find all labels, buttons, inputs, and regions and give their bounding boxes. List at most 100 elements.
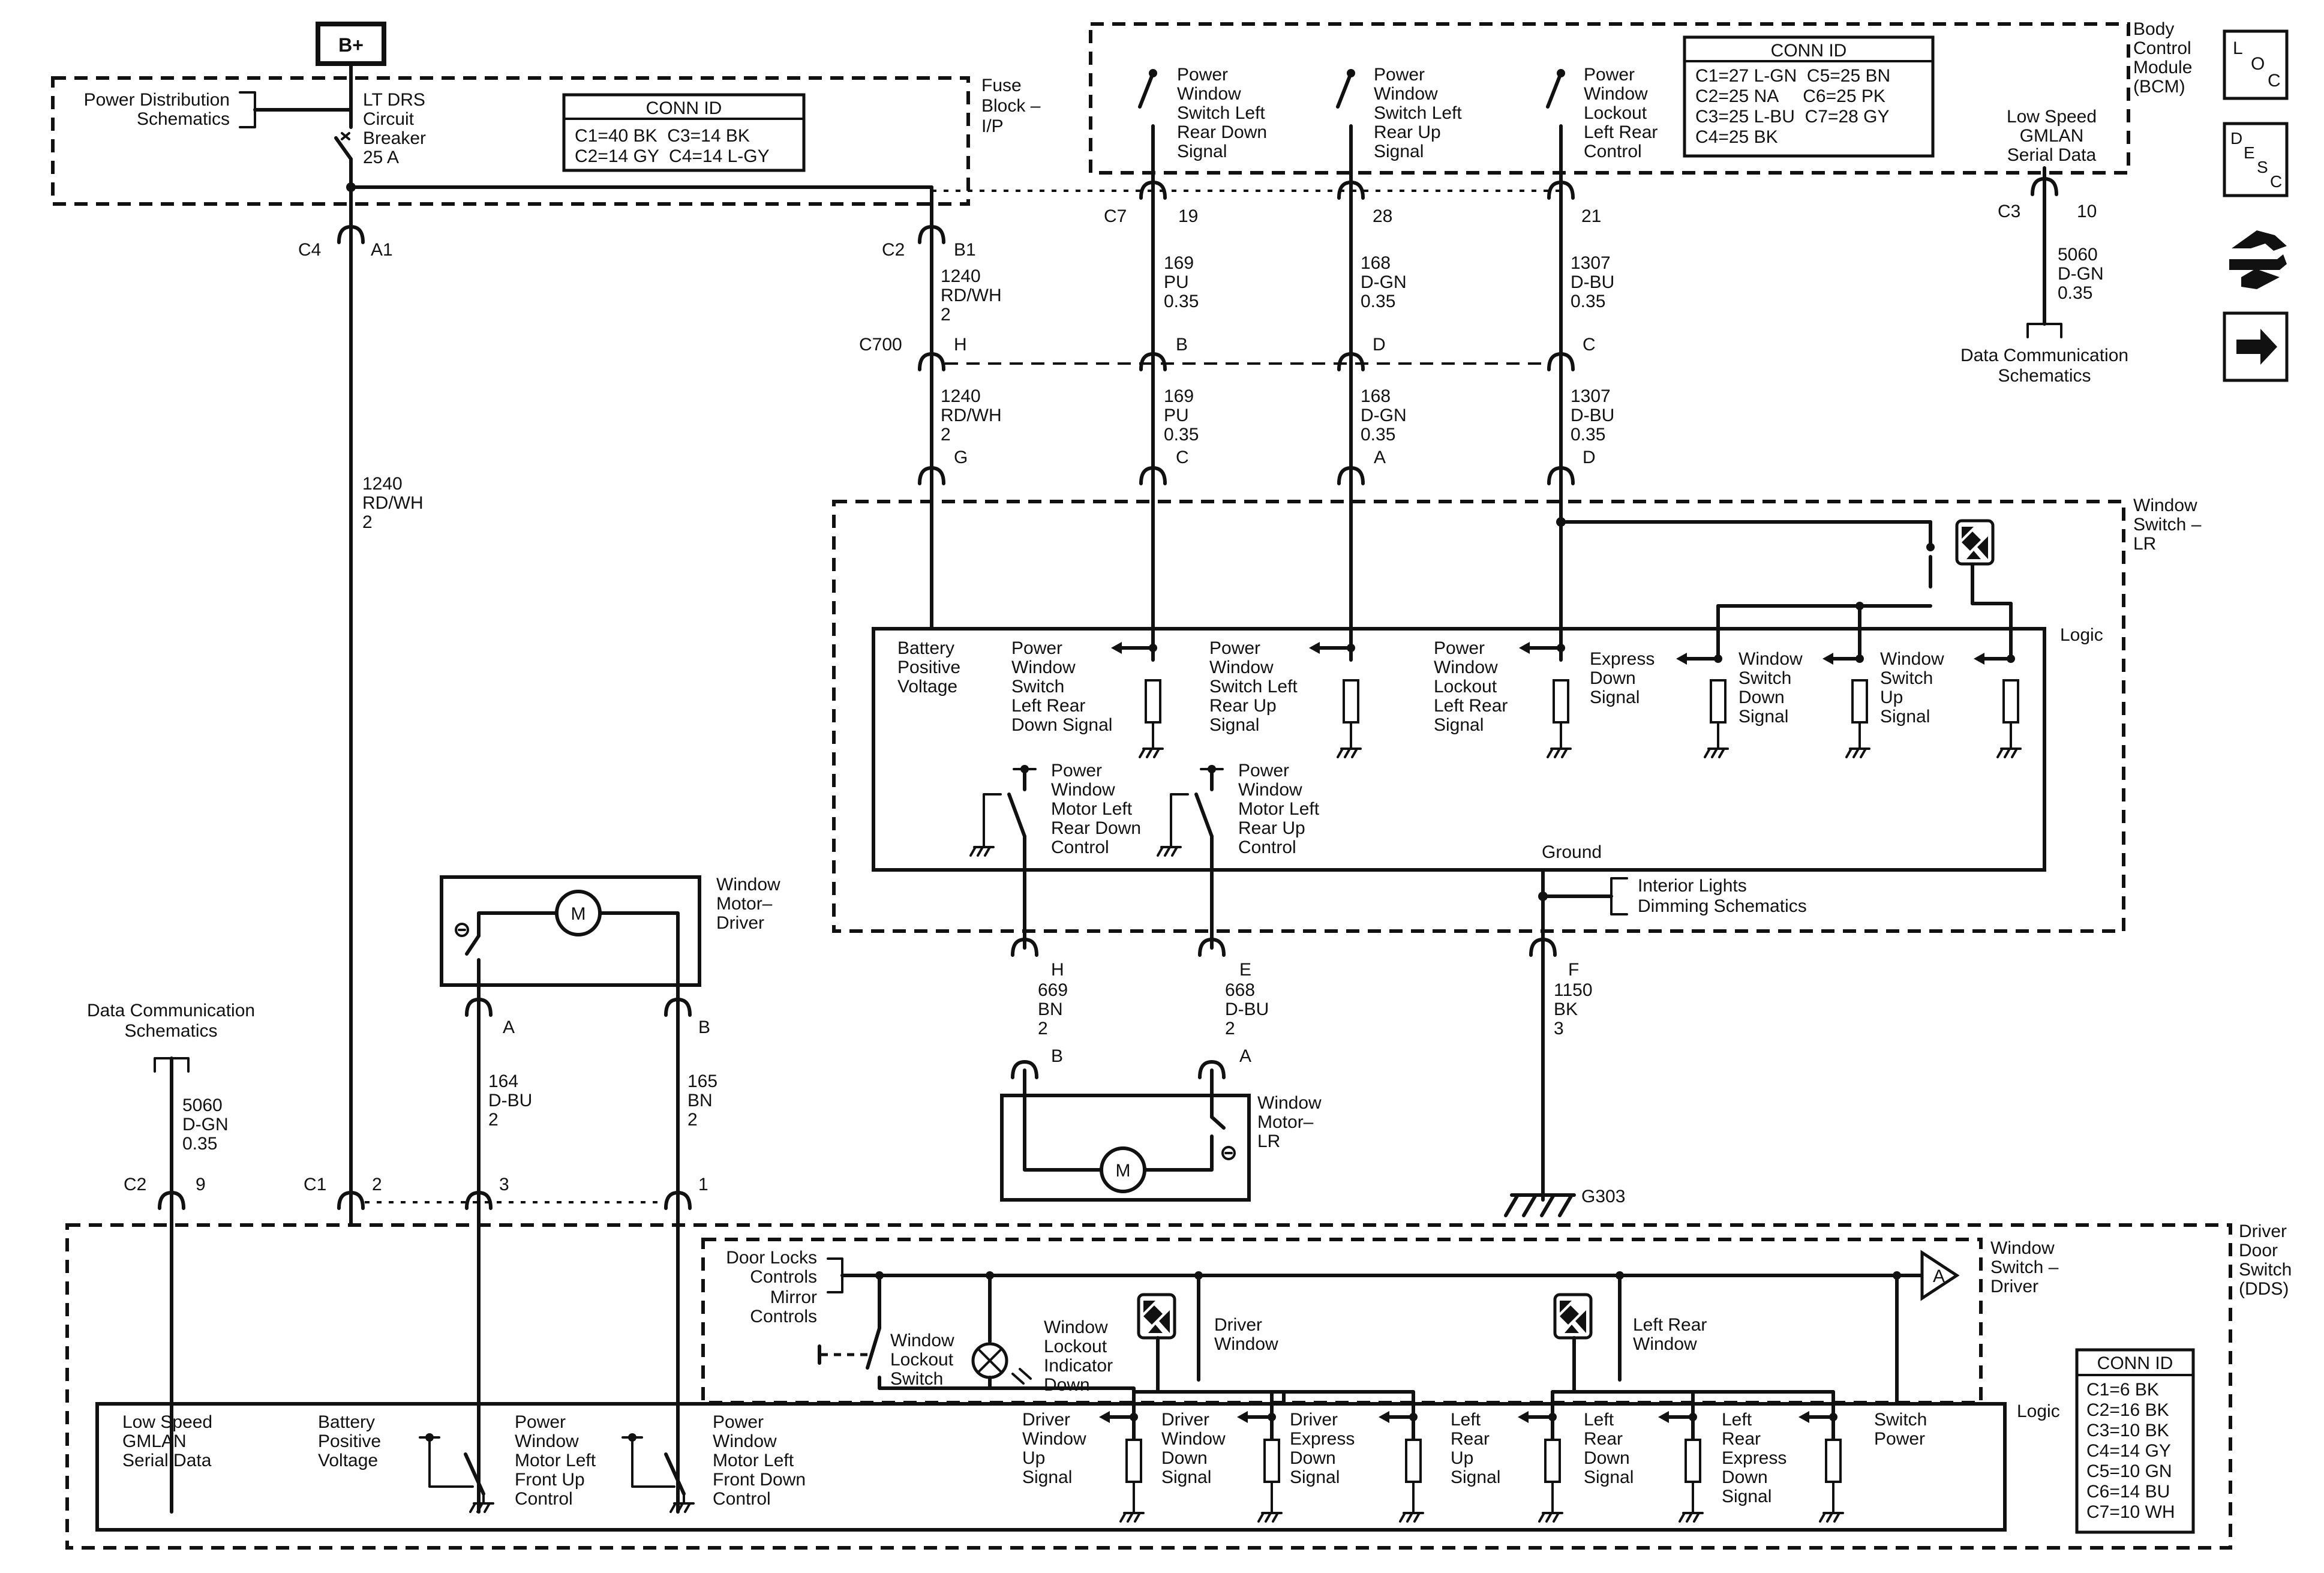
svg-text:Power: Power [515,1412,566,1432]
wire-1240-top: 1240 RD/WH 2 [941,266,1002,325]
svg-text:Power: Power [1874,1429,1925,1449]
svg-text:(DDS): (DDS) [2239,1279,2289,1299]
wire-1307-top: 1307 D-BU 0.35 [1571,253,1614,311]
svg-text:C2=16 BK: C2=16 BK [2086,1400,2169,1420]
svg-text:164: 164 [488,1071,518,1091]
circuit-breaker-label: LT DRS Circuit Breaker 25 A [363,90,426,167]
wire-669: 669 BN 2 [1038,980,1068,1038]
bcm-switch-down: Power Window Switch Left Rear Down Signa… [1138,65,1267,237]
svg-text:Interior Lights: Interior Lights [1638,876,1747,896]
svg-text:Body: Body [2133,19,2174,39]
svg-text:0.35: 0.35 [182,1134,217,1154]
svg-text:Data Communication: Data Communication [1960,346,2128,365]
svg-text:BK: BK [1554,999,1578,1019]
svg-text:28: 28 [1373,206,1392,226]
conn-c7: C7 [1104,206,1127,226]
svg-text:Window: Window [1044,1317,1108,1337]
svg-text:Power: Power [1209,638,1260,658]
dds-battery-label: Battery Positive Voltage [318,1412,381,1470]
desc-icon[interactable]: D E S C [2223,122,2289,197]
svg-text:169: 169 [1164,253,1194,273]
svg-text:G: G [954,448,968,467]
svg-text:Power Distribution: Power Distribution [84,90,230,110]
bcm-serial-label: Low Speed GMLAN Serial Data [2007,107,2097,165]
svg-text:H: H [1051,960,1064,980]
svg-text:2: 2 [687,1110,698,1130]
svg-text:Power: Power [1374,65,1425,85]
loc-icon[interactable]: L O C [2223,29,2289,100]
bcm-conn-table: CONN ID C1=27 L-GN C5=25 BN C2=25 NA C6=… [1683,35,1935,158]
svg-text:GMLAN: GMLAN [2020,126,2084,146]
conn-c2: C2 [882,240,905,260]
svg-text:Up: Up [1451,1448,1473,1468]
svg-text:Window: Window [1739,649,1803,669]
svg-text:Switch Left: Switch Left [1374,103,1462,123]
ground-icon [1504,1168,1576,1217]
svg-text:168: 168 [1361,253,1391,273]
svg-text:B: B [1051,1046,1063,1066]
svg-text:2: 2 [1225,1019,1235,1038]
svg-text:M: M [571,904,586,924]
svg-text:Window: Window [1374,84,1438,104]
svg-text:Window: Window [1434,658,1498,677]
svg-text:Motor Left: Motor Left [1238,799,1320,819]
svg-text:C7=10 WH: C7=10 WH [2086,1502,2175,1522]
svg-text:PU: PU [1164,272,1189,292]
lr-ground-label: Ground [1542,842,1602,862]
svg-text:0.35: 0.35 [1164,425,1199,445]
svg-text:Positive: Positive [897,658,960,677]
harness-icon[interactable] [2229,230,2287,289]
conn-dds-c1: C1 [304,1175,326,1194]
svg-text:D-GN: D-GN [2058,264,2104,284]
driver-window-switch-icon [1139,1295,1175,1338]
dds-signal-3: Driver Express Down Signal [1270,1390,1424,1523]
svg-text:Window: Window [515,1431,579,1451]
svg-text:Up: Up [1880,688,1903,707]
svg-text:D-BU: D-BU [1571,406,1614,425]
svg-text:Control: Control [515,1489,573,1509]
svg-text:D-GN: D-GN [182,1115,229,1134]
svg-text:0.35: 0.35 [2058,283,2092,303]
svg-text:Left: Left [1451,1410,1481,1430]
bcm-boundary [1089,22,2130,175]
svg-text:Breaker: Breaker [363,128,426,148]
dds-signal-2: Driver Window Down Signal [1161,1390,1283,1523]
svg-text:F: F [1568,960,1579,980]
svg-text:RD/WH: RD/WH [941,286,1002,305]
svg-text:Window: Window [2133,496,2197,515]
lr-motor-down-relay: Power Window Motor Left Rear Down Contro… [969,761,1141,950]
svg-text:Serial Data: Serial Data [122,1451,212,1470]
svg-text:Rear Up: Rear Up [1209,696,1277,716]
motor-lr-title: Window Motor– LR [1257,1093,1322,1151]
svg-text:9: 9 [196,1175,206,1194]
svg-text:Control: Control [1584,142,1642,161]
svg-text:Rear: Rear [1584,1429,1623,1449]
dds-serial-label: Low Speed GMLAN Serial Data [122,1412,212,1470]
svg-text:Motor Left: Motor Left [713,1451,794,1470]
svg-text:Door Locks: Door Locks [726,1248,817,1268]
svg-text:Up: Up [1022,1448,1045,1468]
svg-text:Circuit: Circuit [363,109,415,129]
svg-text:S: S [2257,158,2268,176]
svg-text:C2=25 NA C6=25 PK: C2=25 NA C6=25 PK [1695,86,1885,106]
svg-text:Mirror: Mirror [770,1287,817,1307]
wire-165: 165 BN 2 [687,1071,717,1130]
wire-5060-dds: 5060 D-GN 0.35 [182,1095,229,1154]
svg-text:C1=27 L-GN C5=25 BN: C1=27 L-GN C5=25 BN [1695,66,1890,86]
svg-text:0.35: 0.35 [1571,425,1605,445]
next-arrow-icon[interactable] [2223,311,2289,382]
fuse-block-label: Fuse Block – I/P [981,76,1041,136]
svg-text:E: E [2244,143,2255,162]
lr-signal-1: Power Window Switch Left Rear Down Signa… [1011,638,1164,758]
interior-lights-label: Interior Lights Dimming Schematics [1638,876,1807,916]
dds-motor-down-relay: Power Window Motor Left Front Down Contr… [621,1412,806,1513]
lr-signal-3: Power Window Lockout Left Rear Signal [1434,638,1572,758]
svg-text:Power: Power [1177,65,1228,85]
door-locks-label: Door Locks Controls [726,1248,817,1287]
lr-switch-title: Window Switch – LR [2133,496,2202,554]
wire-169-top: 169 PU 0.35 [1164,253,1199,311]
svg-text:Control: Control [713,1489,771,1509]
svg-text:Lockout: Lockout [1584,103,1647,123]
svg-text:5060: 5060 [2058,245,2098,265]
lr-switch-boundary [832,500,2125,933]
